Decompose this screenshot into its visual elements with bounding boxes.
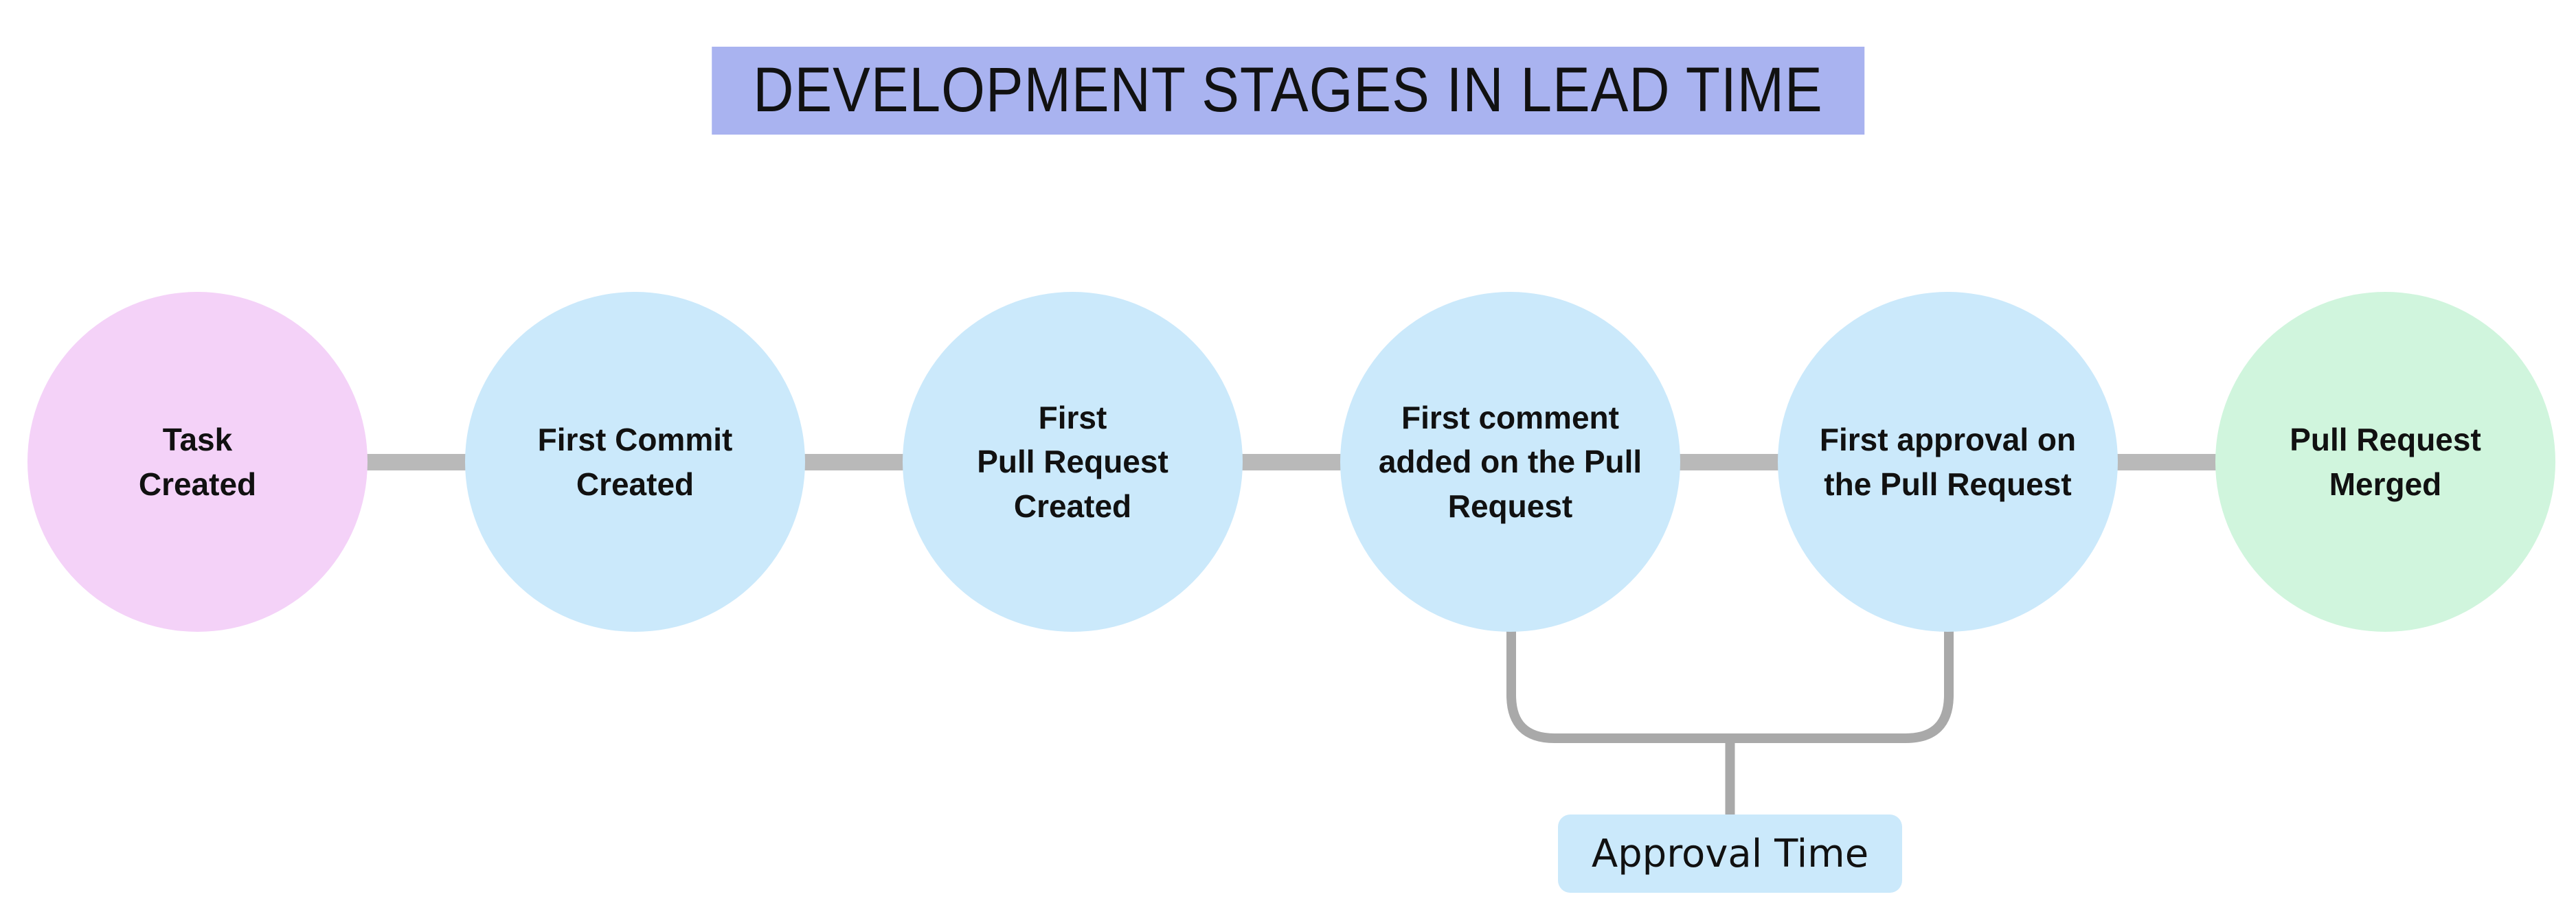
stage-circle-first-pull-request-created: First Pull Request Created [903, 292, 1243, 632]
connector-line-2 [795, 453, 912, 470]
stages-row: Task Created First Commit Created First … [27, 292, 2555, 632]
connector-line-5 [2108, 453, 2225, 470]
stage-circle-pull-request-merged: Pull Request Merged [2215, 292, 2555, 632]
connector-line-4 [1671, 453, 1787, 470]
approval-time-box: Approval Time [1558, 814, 1902, 893]
title-banner: DEVELOPMENT STAGES IN LEAD TIME [712, 47, 1864, 135]
page-title: DEVELOPMENT STAGES IN LEAD TIME [753, 55, 1823, 126]
stage-circle-first-comment-added: First comment added on the Pull Request [1340, 292, 1680, 632]
approval-time-label: Approval Time [1591, 831, 1869, 876]
stage-circle-task-created: Task Created [27, 292, 368, 632]
stage-circle-first-commit-created: First Commit Created [465, 292, 805, 632]
connector-line-3 [1233, 453, 1350, 470]
stage-circle-first-approval: First approval on the Pull Request [1778, 292, 2118, 632]
approval-bracket-path [1506, 622, 1954, 817]
connector-line-1 [358, 453, 475, 470]
